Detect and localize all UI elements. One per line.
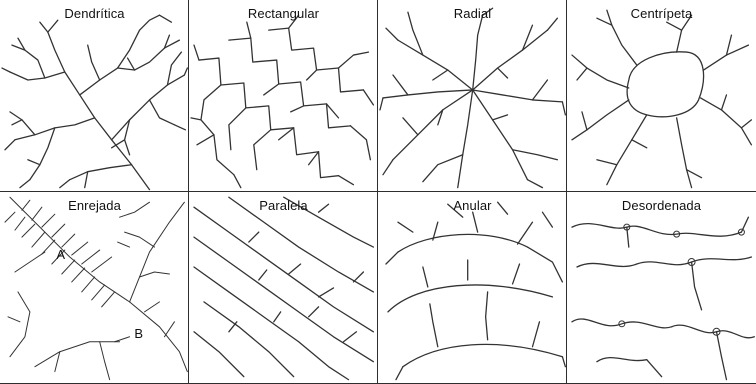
- panel-title: Dendrítica: [0, 6, 188, 21]
- panel-desordenada: Desordenada: [566, 191, 756, 384]
- panel-title: Rectangular: [189, 6, 377, 21]
- lake-area: [627, 52, 703, 117]
- radial-pattern: [378, 0, 566, 191]
- rectangular-pattern: [189, 0, 377, 191]
- panel-title: Radial: [378, 6, 566, 21]
- panel-radial: Radial: [377, 0, 567, 192]
- panel-centripeta: Centrípeta: [566, 0, 756, 192]
- panel-dendritica: Dendrítica: [0, 0, 190, 192]
- panel-title: Paralela: [189, 198, 377, 213]
- label-a: A: [56, 247, 65, 262]
- dendritic-pattern: [0, 0, 188, 191]
- label-b: B: [134, 326, 143, 341]
- panel-anular: Anular: [377, 191, 567, 384]
- panel-rectangular: Rectangular: [188, 0, 378, 192]
- panel-title: Enrejada: [0, 198, 188, 213]
- parallel-pattern: [189, 192, 377, 383]
- centripetal-pattern: [567, 0, 755, 191]
- panel-title: Centrípeta: [567, 6, 755, 21]
- panel-title: Anular: [378, 198, 566, 213]
- trellis-pattern: [0, 192, 188, 383]
- panel-enrejada: Enrejada A B: [0, 191, 190, 384]
- panel-paralela: Paralela: [188, 191, 378, 384]
- deranged-pattern: [567, 192, 755, 383]
- annular-pattern: [378, 192, 566, 383]
- panel-title: Desordenada: [567, 198, 755, 213]
